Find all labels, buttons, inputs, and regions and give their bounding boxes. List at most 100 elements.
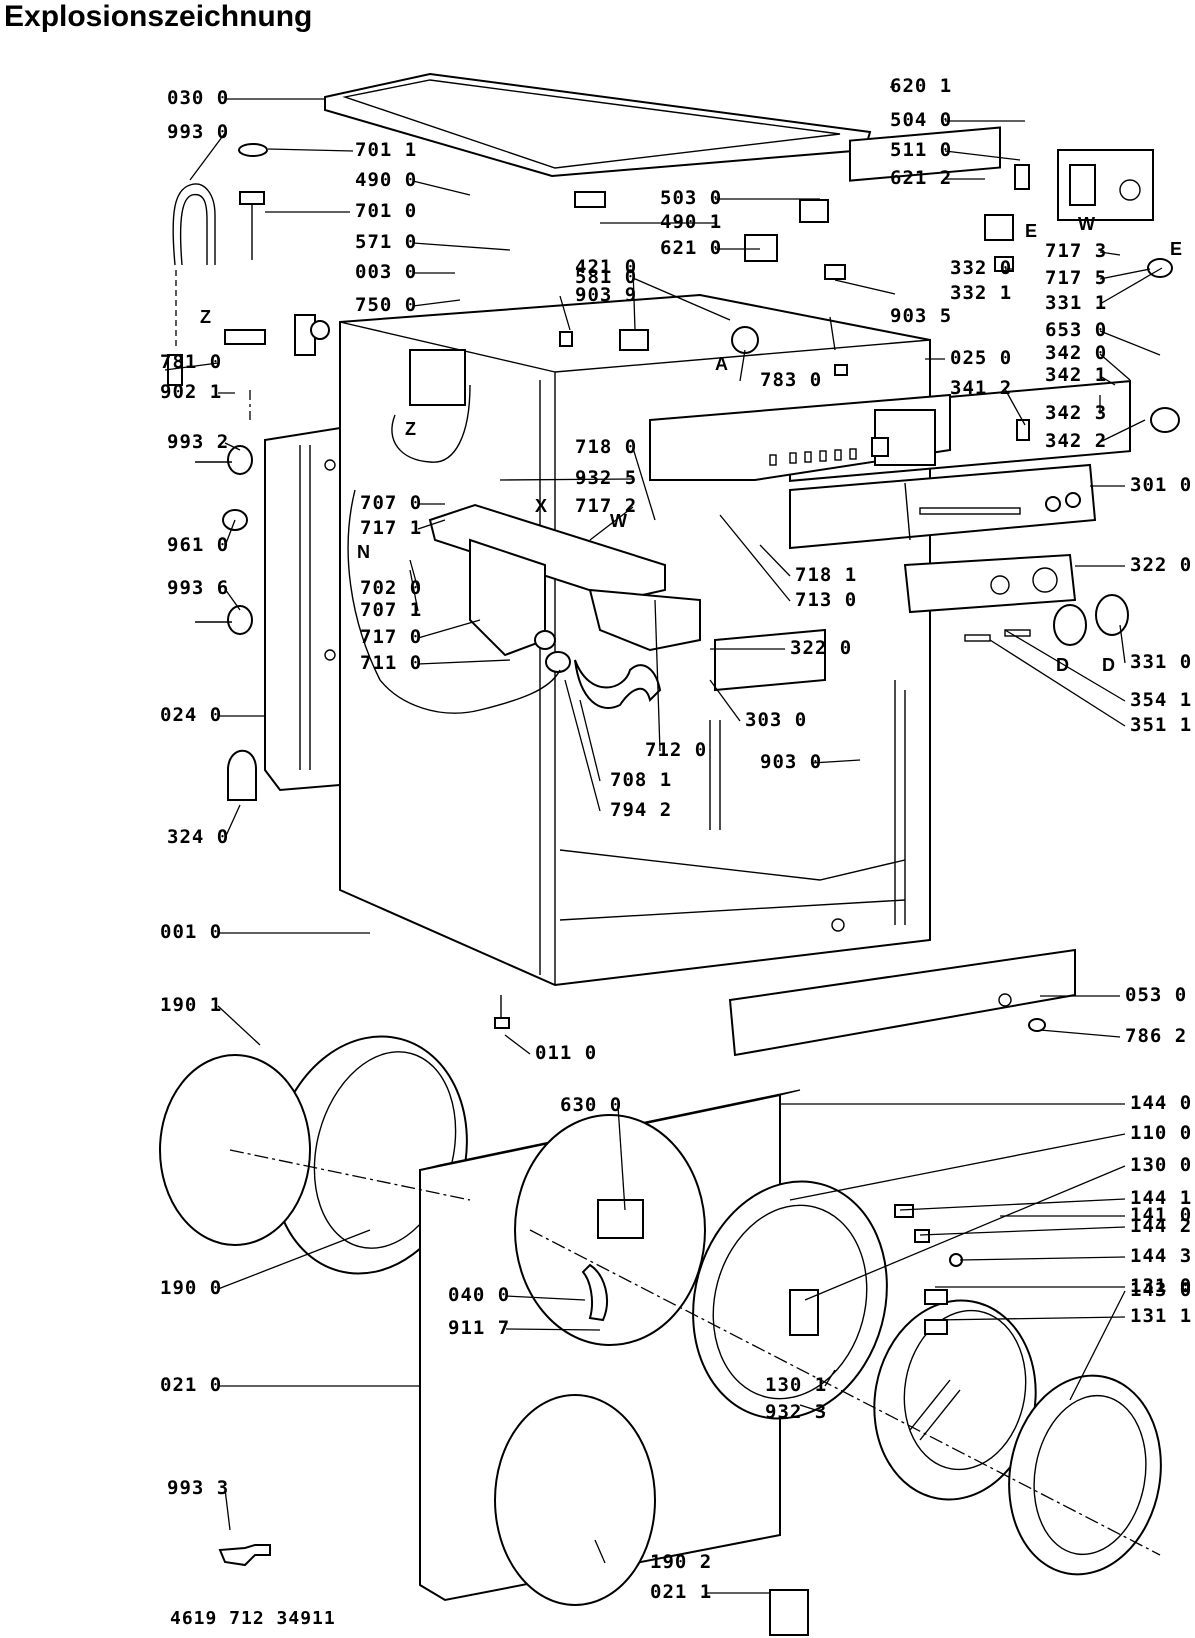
part-number-label: 581 0 xyxy=(575,266,638,288)
part-number-label: 718 0 xyxy=(575,436,638,458)
door-seal xyxy=(159,1035,468,1275)
callout-letter: E xyxy=(1170,239,1183,259)
part-number-label: 322 0 xyxy=(1130,554,1193,576)
leader-line xyxy=(505,1295,586,1301)
part-number-label: 190 1 xyxy=(160,994,223,1016)
inlet-valve xyxy=(391,349,471,463)
part-number-label: 490 0 xyxy=(355,169,418,191)
leader-line xyxy=(1099,353,1131,381)
part-number-label: 702 0 xyxy=(360,577,423,599)
part-number-label: 342 3 xyxy=(1045,402,1108,424)
part-number-label: 110 0 xyxy=(1130,1122,1193,1144)
part-number-label: 331 0 xyxy=(1130,651,1193,673)
transport-bolts xyxy=(195,445,257,801)
leader-line xyxy=(632,447,656,521)
leader-line xyxy=(1099,375,1116,386)
leader-line xyxy=(834,279,896,295)
part-number-label: 621 0 xyxy=(660,237,723,259)
part-number-label: 141 0 xyxy=(1130,1204,1193,1226)
leader-line xyxy=(1119,624,1126,664)
part-number-label: 342 0 xyxy=(1045,342,1108,364)
part-number-label: 130 1 xyxy=(765,1374,828,1396)
part-number-label: 490 1 xyxy=(660,211,723,233)
leader-line xyxy=(505,1328,601,1331)
info-card xyxy=(769,1589,809,1636)
leader-line xyxy=(267,148,354,152)
part-number-label: 504 0 xyxy=(890,109,953,131)
part-number-label: 011 0 xyxy=(535,1042,598,1064)
part-number-label: 713 0 xyxy=(795,589,858,611)
part-number-label: 021 1 xyxy=(650,1581,713,1603)
leader-line xyxy=(899,1198,1126,1211)
part-number-label: 717 1 xyxy=(360,517,423,539)
leader-line xyxy=(709,679,741,722)
leader-line xyxy=(1039,1029,1121,1038)
part-number-label: 717 3 xyxy=(1045,240,1108,262)
part-number-label: 902 1 xyxy=(160,381,223,403)
leader-line xyxy=(164,362,219,371)
part-number-label: 354 1 xyxy=(1130,689,1193,711)
part-number-label: 903 0 xyxy=(760,751,823,773)
callout-letter: W xyxy=(1078,214,1095,234)
part-number-label: 571 0 xyxy=(355,231,418,253)
leader-line xyxy=(589,506,634,541)
part-number-label: 131 1 xyxy=(1130,1305,1193,1327)
leader-line xyxy=(224,442,241,451)
callout-letter: Z xyxy=(405,419,416,439)
leader-line xyxy=(224,519,236,547)
part-number-label: 131 0 xyxy=(1130,1275,1193,1297)
part-number-label: 903 5 xyxy=(890,305,953,327)
part-number-label: 332 0 xyxy=(950,257,1013,279)
leader-line xyxy=(1004,629,1126,702)
part-number-label: 707 1 xyxy=(360,599,423,621)
part-number-label: 711 0 xyxy=(360,652,423,674)
part-number-label: 144 2 xyxy=(1130,1215,1193,1237)
part-number-label: 001 0 xyxy=(160,921,223,943)
leader-line xyxy=(1099,268,1151,280)
kick-plate xyxy=(728,948,1076,1057)
part-number-label: 030 0 xyxy=(167,87,230,109)
part-number-label: 332 1 xyxy=(950,282,1013,304)
relay-modules xyxy=(559,126,1180,441)
door-frame xyxy=(692,1180,888,1420)
part-number-label: 783 0 xyxy=(760,369,823,391)
leader-line xyxy=(799,1404,826,1414)
leader-line xyxy=(1069,1290,1126,1401)
part-number-label: 021 0 xyxy=(160,1374,223,1396)
leader-line xyxy=(417,519,446,530)
part-number-label: 717 5 xyxy=(1045,267,1108,289)
document-number: 4619 712 34911 xyxy=(170,1608,336,1629)
hose-assembly xyxy=(167,143,330,386)
door-ring xyxy=(1008,1374,1162,1576)
leader-line xyxy=(412,242,511,251)
leader-line xyxy=(919,1226,1126,1236)
callout-letter: E xyxy=(1025,221,1038,241)
leader-line xyxy=(1099,419,1146,443)
callout-letter: A xyxy=(715,354,728,374)
front-fascia xyxy=(789,463,1097,550)
part-number-label: 781 0 xyxy=(160,351,223,373)
leader-line xyxy=(1004,388,1026,426)
leader-line xyxy=(934,1316,1126,1321)
part-number-label: 712 0 xyxy=(645,739,708,761)
door-glass xyxy=(873,1299,1037,1501)
part-number-label: 053 0 xyxy=(1125,984,1188,1006)
part-number-label: 024 0 xyxy=(160,704,223,726)
leader-line xyxy=(217,1229,371,1290)
part-number-label: 190 0 xyxy=(160,1277,223,1299)
part-number-label: 511 0 xyxy=(890,139,953,161)
leader-line xyxy=(959,1256,1126,1261)
side-panel xyxy=(264,426,341,792)
part-number-label: 322 0 xyxy=(790,637,853,659)
part-number-label: 993 0 xyxy=(167,121,230,143)
leader-line xyxy=(654,599,661,752)
part-number-label: 701 0 xyxy=(355,200,418,222)
part-number-label: 503 0 xyxy=(660,187,723,209)
leader-line xyxy=(564,679,601,812)
leader-line xyxy=(1099,267,1163,305)
leader-line xyxy=(1099,330,1161,356)
part-number-label: 932 5 xyxy=(575,467,638,489)
leader-line xyxy=(409,559,419,590)
leader-line xyxy=(224,588,241,611)
part-number-label: 301 0 xyxy=(1130,474,1193,496)
